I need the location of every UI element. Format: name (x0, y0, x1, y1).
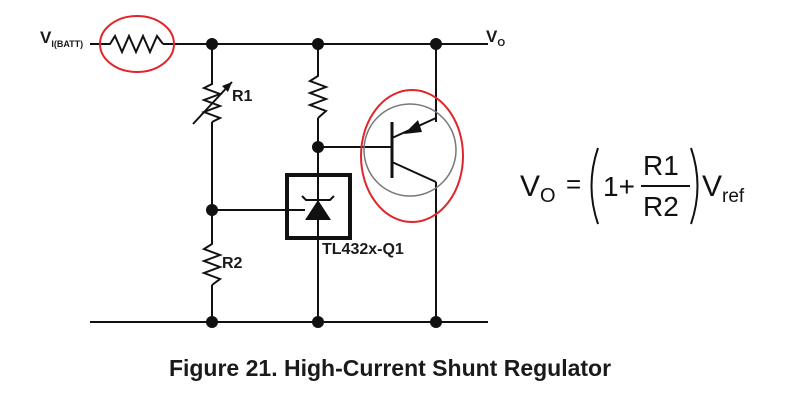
r1-label: R1 (232, 88, 253, 105)
output-voltage-equation: VO = 1+ R1 R2 Vref (520, 147, 745, 225)
equation-one-plus: 1+ (603, 171, 635, 202)
pullup-resistor (307, 72, 329, 119)
equation-numerator: R1 (643, 150, 679, 181)
input-resistor-highlight (99, 15, 175, 73)
junction-dots (206, 38, 442, 328)
equation-rhs: Vref (702, 170, 745, 207)
transistor-highlight (360, 89, 464, 223)
vin-label: VI(BATT) (40, 28, 83, 49)
vout-label: VO (486, 27, 505, 49)
equation-equals: = (566, 169, 581, 199)
equation-lhs: VO (520, 170, 556, 207)
r1-variable-resistor (192, 80, 233, 125)
equation-denominator: R2 (643, 191, 679, 222)
pnp-transistor (363, 103, 457, 197)
ic-label: TL432x-Q1 (322, 241, 404, 258)
input-resistor (105, 33, 164, 55)
figure-caption: Figure 21. High-Current Shunt Regulator (169, 355, 611, 381)
tl432-shunt-reference (285, 173, 352, 240)
r2-resistor (201, 240, 223, 286)
r2-label: R2 (222, 255, 243, 272)
